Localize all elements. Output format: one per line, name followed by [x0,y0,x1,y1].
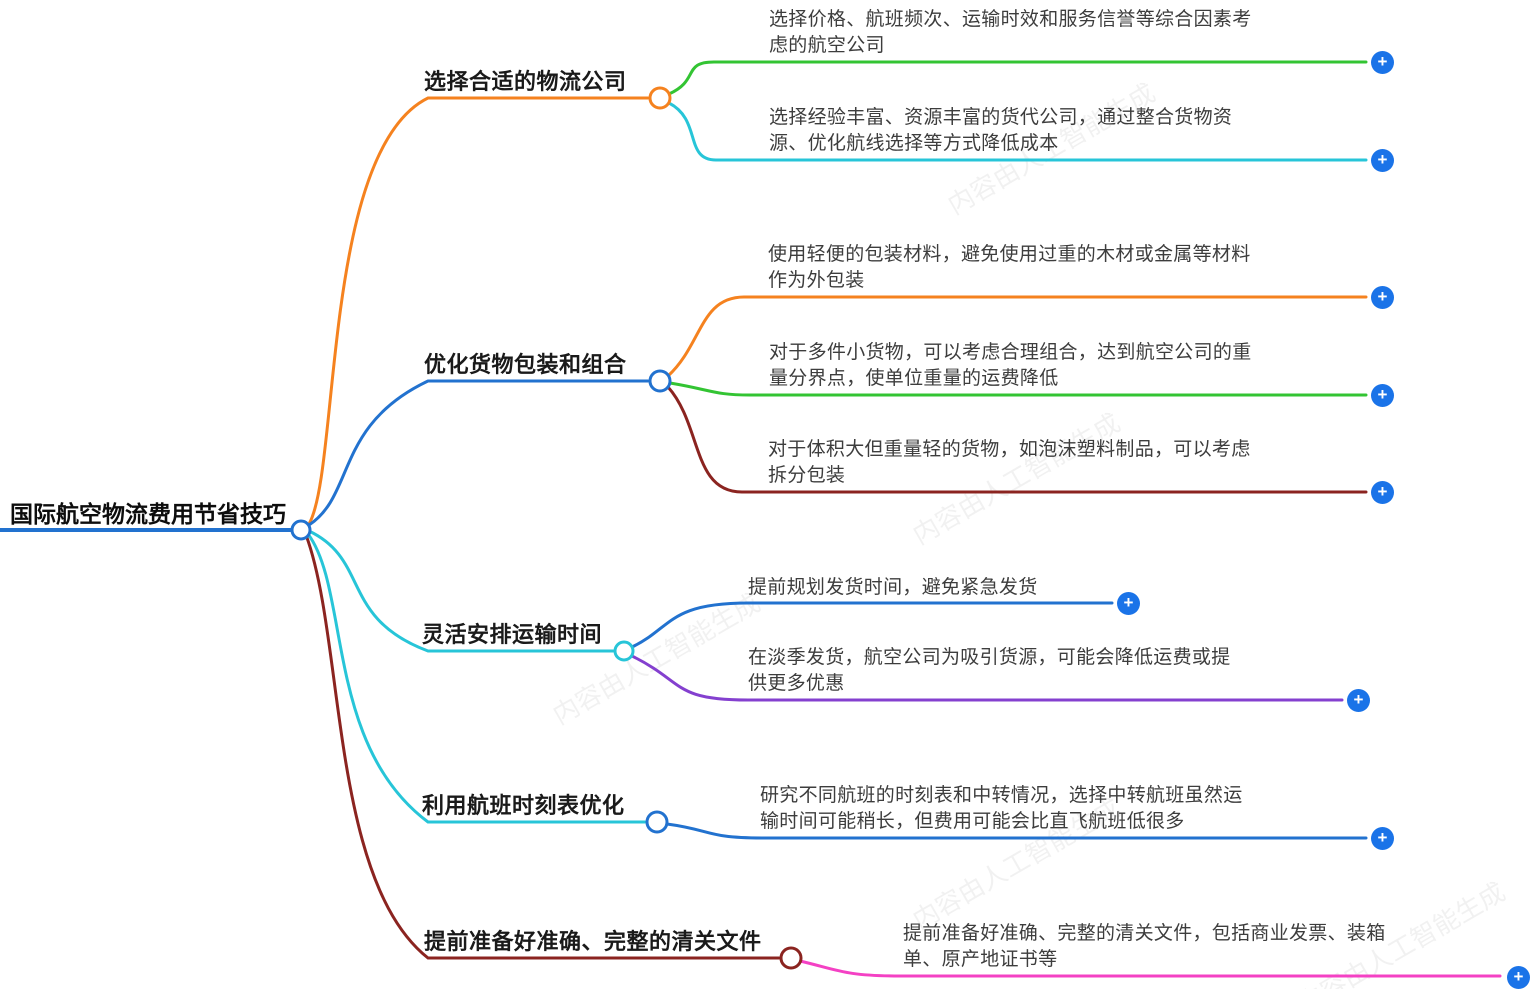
edge-branch-5 [304,533,781,960]
root-topic[interactable]: 国际航空物流费用节省技巧 [10,501,286,527]
edge-branch-3 [307,529,615,653]
edge-leaf-1-1 [667,60,1368,96]
edge-leaf-2-3 [666,385,1368,494]
leaf-note-1-1[interactable]: 选择价格、航班频次、运输时效和服务信誉等综合因素考 虑的航空公司 [769,9,1252,56]
branch-5-node-handle[interactable] [779,946,803,970]
branch-4-node-handle[interactable] [645,810,669,834]
root-node-handle[interactable] [290,519,312,541]
edge-leaf-3-1 [630,601,1114,649]
add-child-button[interactable]: + [1371,481,1394,504]
branch-1-node-handle[interactable] [648,86,672,110]
leaf-note-2-3[interactable]: 对于体积大但重量轻的货物，如泡沫塑料制品，可以考虑 拆分包装 [768,439,1251,486]
edge-leaf-2-1 [666,295,1368,378]
add-child-button[interactable]: + [1371,51,1394,74]
add-child-button[interactable]: + [1371,286,1394,309]
add-child-button[interactable]: + [1371,827,1394,850]
edge-leaf-2-2 [668,381,1368,397]
branch-topic-4[interactable]: 利用航班时刻表优化 [422,793,625,818]
add-child-button[interactable]: + [1347,689,1370,712]
add-child-button[interactable]: + [1117,592,1140,615]
branch-2-node-handle[interactable] [648,369,672,393]
leaf-note-1-2[interactable]: 选择经验丰富、资源丰富的货代公司，通过整合货物资 源、优化航线选择等方式降低成本 [769,107,1233,154]
edge-branch-2 [307,379,650,527]
leaf-note-2-1[interactable]: 使用轻便的包装材料，避免使用过重的木材或金属等材料 作为外包装 [768,244,1251,291]
edge-leaf-1-2 [667,101,1368,162]
add-child-button[interactable]: + [1371,384,1394,407]
branch-topic-2[interactable]: 优化货物包装和组合 [424,352,627,377]
leaf-note-3-2[interactable]: 在淡季发货，航空公司为吸引货源，可能会降低运费或提 供更多优惠 [748,647,1231,694]
branch-topic-5[interactable]: 提前准备好准确、完整的清关文件 [424,929,762,954]
edge-leaf-4-1 [665,822,1368,840]
leaf-note-4-1[interactable]: 研究不同航班的时刻表和中转情况，选择中转航班虽然运 输时间可能稍长，但费用可能会… [760,785,1243,832]
branch-3-node-handle[interactable] [613,640,635,662]
branch-topic-1[interactable]: 选择合适的物流公司 [424,69,627,94]
edge-branch-1 [307,96,650,526]
add-child-button[interactable]: + [1371,149,1394,172]
leaf-note-3-1[interactable]: 提前规划发货时间，避免紧急发货 [748,577,1038,598]
leaf-note-2-2[interactable]: 对于多件小货物，可以考虑合理组合，达到航空公司的重 量分界点，使单位重量的运费降… [769,342,1252,389]
edge-leaf-3-2 [630,654,1344,702]
edge-branch-4 [306,532,647,824]
add-child-button[interactable]: + [1507,966,1530,989]
leaf-note-5-1[interactable]: 提前准备好准确、完整的清关文件，包括商业发票、装箱 单、原产地证书等 [903,923,1386,970]
edge-leaf-5-1 [798,959,1502,978]
branch-topic-3[interactable]: 灵活安排运输时间 [422,622,603,647]
